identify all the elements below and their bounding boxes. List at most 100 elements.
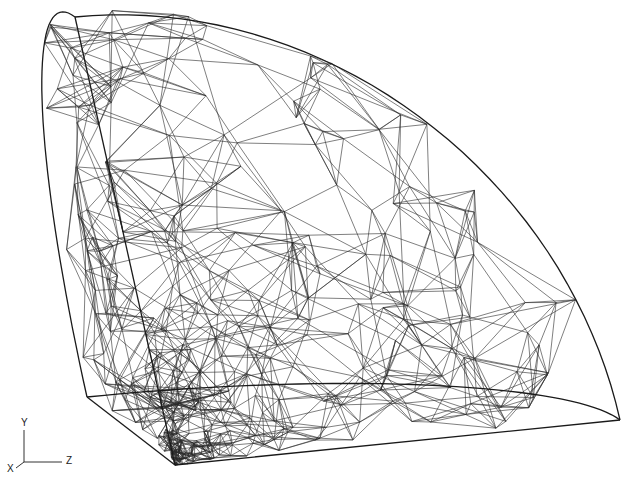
- mesh-edge: [197, 270, 229, 302]
- mesh-edge: [259, 301, 309, 321]
- mesh-edge: [247, 367, 293, 376]
- mesh-edge: [146, 335, 189, 360]
- mesh-edge: [210, 443, 214, 458]
- mesh-edge: [109, 33, 203, 40]
- mesh-edge: [247, 348, 248, 377]
- mesh-edge: [109, 185, 167, 242]
- mesh-edge: [192, 356, 222, 382]
- mesh-edge: [496, 421, 506, 428]
- mesh-edge: [337, 396, 353, 440]
- mesh-edge: [165, 231, 180, 295]
- mesh-edge: [104, 354, 106, 384]
- mesh-edge: [198, 436, 256, 447]
- mesh-edge: [76, 105, 90, 167]
- mesh-edge: [203, 39, 258, 65]
- mesh-edge: [237, 143, 284, 212]
- mesh-edge: [235, 348, 248, 372]
- mesh-edge: [247, 376, 250, 418]
- mesh-edge: [94, 360, 170, 406]
- mesh-edge: [390, 256, 409, 326]
- mesh-edge: [177, 447, 181, 452]
- mesh-edge: [86, 248, 182, 271]
- mesh-edge: [247, 374, 343, 405]
- mesh-edge: [151, 232, 235, 233]
- mesh-edge: [385, 234, 407, 306]
- mesh-edge: [78, 215, 87, 251]
- mesh-edge: [388, 370, 441, 376]
- mesh-edge: [293, 235, 309, 243]
- mesh-edge: [539, 303, 556, 346]
- mesh-edge: [279, 400, 288, 433]
- mesh-edge: [381, 388, 451, 391]
- mesh-edge: [279, 440, 315, 450]
- mesh-edge: [410, 187, 466, 211]
- mesh-edge: [203, 26, 207, 40]
- mesh-edge: [237, 143, 315, 145]
- mesh-edge: [182, 372, 200, 373]
- mesh-edge: [182, 166, 241, 205]
- mesh-edge: [79, 107, 170, 135]
- mesh-edge: [184, 157, 241, 166]
- mesh-edge: [451, 324, 506, 421]
- mesh-edge: [188, 460, 194, 461]
- mesh-edge: [169, 39, 203, 58]
- mesh-edge: [107, 280, 111, 306]
- mesh-edge: [234, 409, 250, 418]
- mesh-edge: [87, 210, 119, 238]
- mesh-edge: [215, 318, 298, 337]
- mesh-edge: [87, 250, 99, 252]
- mesh-edge: [259, 301, 277, 345]
- mesh-edge: [212, 321, 228, 327]
- mesh-edge: [94, 360, 112, 411]
- x-axis-line: [16, 462, 24, 468]
- mesh-edge: [247, 374, 324, 401]
- mesh-edge: [184, 402, 198, 416]
- mesh-edge: [195, 446, 202, 454]
- mesh-edge: [258, 65, 320, 89]
- mesh-edge: [111, 306, 122, 330]
- mesh-edge: [51, 27, 75, 58]
- mesh-edge: [67, 184, 75, 250]
- mesh-edge: [150, 205, 182, 211]
- mesh-edge: [83, 271, 85, 358]
- mesh-edge: [348, 308, 383, 334]
- mesh-edge: [221, 410, 247, 426]
- mesh-edge: [422, 345, 453, 349]
- mesh-edge: [415, 392, 506, 422]
- boundary-arc: [87, 384, 620, 421]
- mesh-edge: [215, 374, 247, 395]
- mesh-edge: [94, 360, 120, 380]
- mesh-edge: [222, 356, 232, 402]
- mesh-edge: [149, 23, 207, 26]
- mesh-edge: [47, 79, 121, 108]
- mesh-edge: [76, 123, 77, 168]
- mesh-edge: [210, 431, 230, 453]
- mesh-edge: [173, 233, 236, 287]
- mesh-edge: [372, 210, 385, 233]
- mesh-edge: [298, 318, 389, 370]
- mesh-edge: [248, 345, 277, 348]
- mesh-edge: [337, 396, 360, 422]
- mesh-edge: [528, 303, 556, 333]
- mesh-edge: [78, 215, 113, 246]
- mesh-edge: [315, 132, 322, 145]
- mesh-edge: [288, 432, 320, 438]
- mesh-edge: [198, 402, 221, 410]
- mesh-edge: [294, 101, 323, 131]
- mesh-edge: [176, 383, 200, 398]
- mesh-edge: [78, 215, 101, 265]
- mesh-edge: [404, 231, 431, 319]
- mesh-edge: [112, 11, 160, 106]
- mesh-edge: [106, 157, 184, 161]
- mesh-edge: [528, 333, 539, 345]
- mesh-edge: [221, 376, 247, 390]
- mesh-edge: [164, 433, 177, 434]
- mesh-edge: [158, 371, 173, 392]
- mesh-edge: [188, 421, 190, 433]
- mesh-edge: [258, 65, 294, 101]
- mesh-edge: [360, 368, 364, 422]
- mesh-edge: [284, 428, 320, 438]
- mesh-edge: [474, 254, 528, 332]
- mesh-edge: [180, 460, 182, 464]
- mesh-edge: [344, 139, 410, 187]
